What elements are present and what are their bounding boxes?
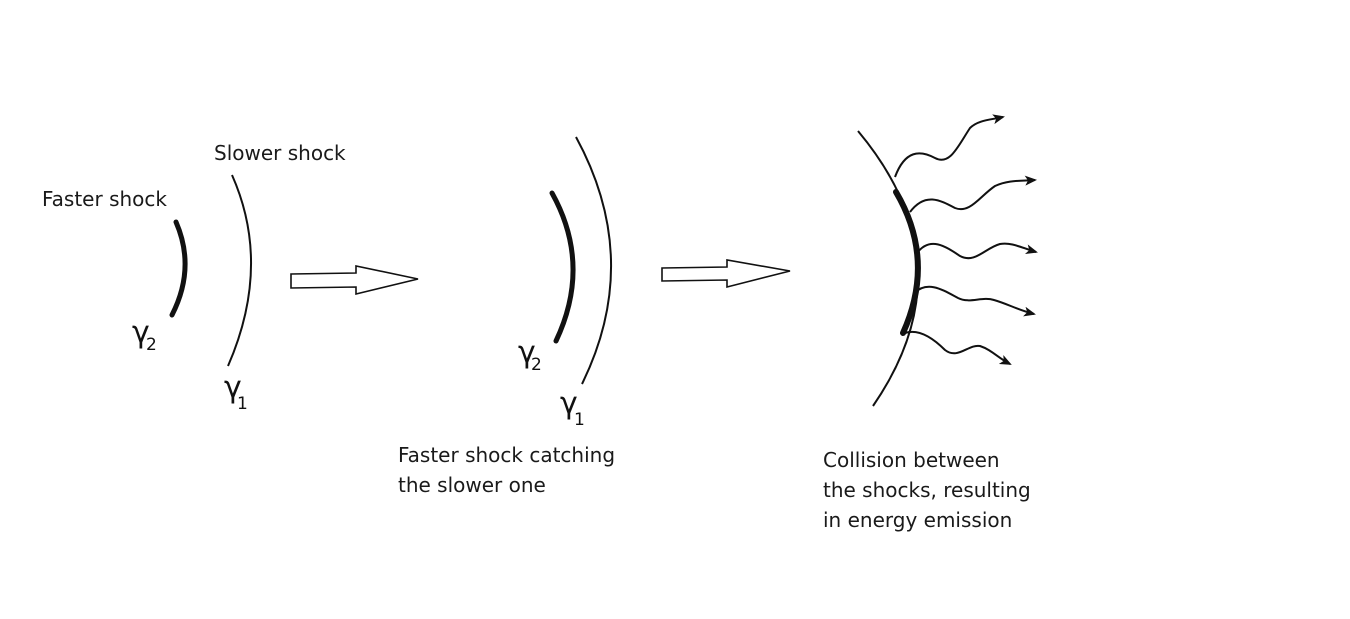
faster-shock-curve (169, 219, 188, 318)
stage-2: γ 2 γ 1 Faster shock catching the slower… (398, 136, 615, 497)
stage-3-caption-line-3: in energy emission (823, 508, 1012, 532)
merged-shock-thin-curve (857, 130, 919, 407)
stage-3-caption-line-1: Collision between (823, 448, 1000, 472)
stage-3: Collision between the shocks, resulting … (823, 114, 1038, 532)
stage-3-caption-line-2: the shocks, resulting (823, 478, 1031, 502)
svg-text:γ: γ (518, 335, 536, 370)
emission-wave-icon (916, 242, 1038, 260)
gamma-2-label: γ 2 (132, 315, 157, 355)
svg-text:1: 1 (574, 410, 585, 430)
gamma-2-label: γ 2 (518, 335, 542, 375)
svg-text:γ: γ (560, 386, 578, 421)
emission-wave-icon (904, 330, 1012, 365)
stage-2-caption-line-1: Faster shock catching (398, 443, 615, 467)
slower-shock-label: Slower shock (214, 141, 346, 165)
stage-2-caption-line-2: the slower one (398, 473, 546, 497)
svg-text:1: 1 (237, 394, 248, 414)
gamma-1-label: γ 1 (224, 370, 248, 414)
svg-text:γ: γ (132, 315, 150, 350)
slower-shock-curve (227, 174, 253, 367)
transition-arrow-2 (661, 259, 791, 289)
slower-shock-curve (575, 136, 613, 385)
merged-shock-thick-segment (893, 189, 921, 336)
faster-shock-curve (549, 190, 576, 344)
emission-wave-icon (913, 285, 1036, 317)
stage-1: Faster shock Slower shock γ 2 γ 1 (42, 141, 346, 414)
emission-wave-icon (894, 114, 1005, 178)
svg-text:2: 2 (146, 335, 157, 355)
transition-arrow-1 (290, 265, 419, 296)
gamma-1-label: γ 1 (560, 386, 585, 430)
emission-wave-icon (909, 175, 1037, 213)
svg-text:γ: γ (224, 370, 242, 405)
faster-shock-label: Faster shock (42, 187, 167, 211)
svg-text:2: 2 (531, 355, 542, 375)
